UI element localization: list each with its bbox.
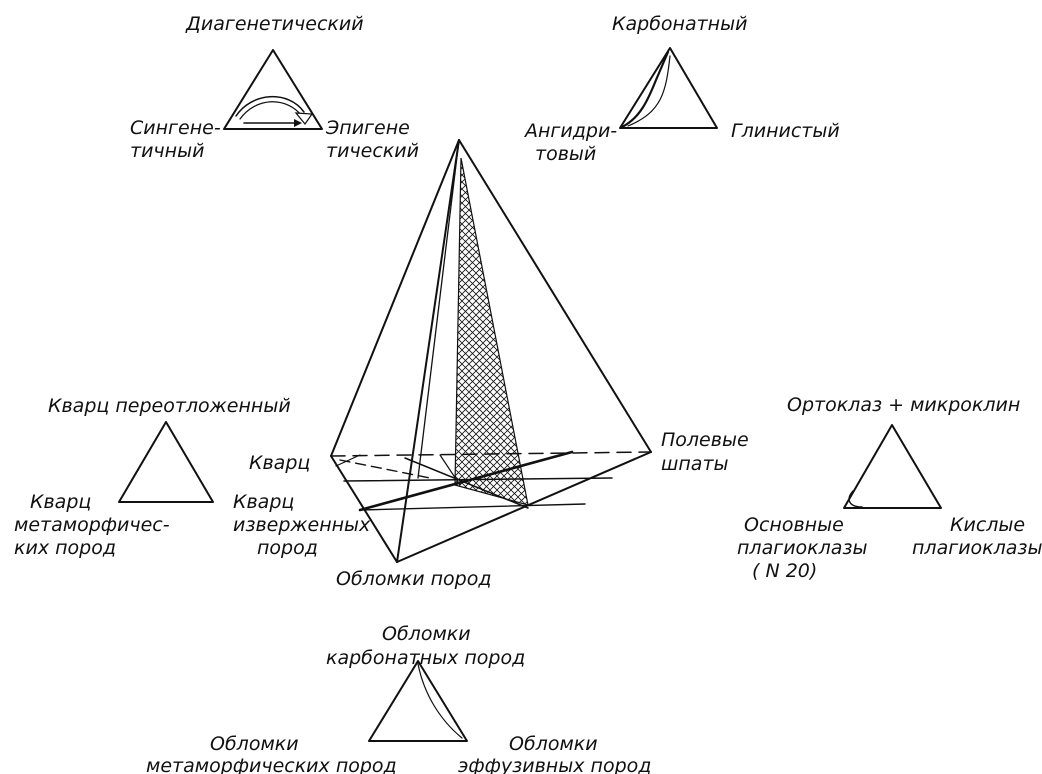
section-line-2 [359, 503, 586, 511]
rock-fragments-top-label-line2: карбонатных пород [326, 647, 525, 669]
quartz-top-label: Кварц переотложенный [48, 395, 291, 417]
diagenetic-curved-arrow [235, 96, 305, 117]
diagenetic-straight-arrow-head [294, 119, 302, 127]
carbonate-triangle [619, 47, 718, 129]
feldspar-top-label: Ортоклаз + микроклин [787, 394, 1020, 416]
rock-fragments-triangle [368, 660, 468, 742]
pyramid-corner-feldspar-label-line1: Полевые [661, 429, 749, 451]
section-line-5 [439, 454, 461, 486]
rock-fragments-top-label-line1: Обломки [382, 623, 471, 645]
apex-inner-line [417, 139, 460, 479]
section-line-4 [404, 457, 529, 509]
quartz-left-label-line2: метаморфичес- [14, 514, 170, 536]
carbonate-left-label-line2: товый [535, 143, 596, 165]
rock-fragments-right-label-line1: Обломки [509, 733, 598, 755]
carbonate-field-curve-2 [627, 55, 671, 127]
apex-to-quartz-edge [330, 139, 460, 457]
hatched-section [454, 157, 529, 506]
quartz-right-label-line3: пород [257, 537, 318, 559]
diagenetic-arrow-head [294, 112, 314, 125]
pyramid-corner-quartz-label: Кварц [249, 452, 310, 474]
feldspar-left-label-line1: Основные [744, 514, 844, 536]
apex-to-feldspar-edge [458, 139, 652, 453]
feldspar-left-label-line3: ( N 20) [752, 560, 817, 582]
rock-fragments-field-curve [417, 663, 463, 739]
carbonate-field-curve [620, 50, 670, 129]
diagenetic-triangle [223, 49, 323, 130]
rock-fragments-left-label-line1: Обломки [210, 733, 299, 755]
quartz-left-label-line1: Кварц [30, 491, 91, 513]
diagenetic-right-label-line2: тический [326, 140, 419, 162]
diagenetic-left-label-line1: Сингене- [130, 117, 221, 139]
section-line-3 [358, 450, 574, 512]
base-hidden-edge [330, 451, 652, 457]
feldspar-right-label-line1: Кислые [950, 514, 1025, 536]
feldspar-left-label-line2: плагиоклазы [737, 537, 868, 559]
carbonate-top-label: Карбонатный [612, 13, 747, 35]
diagenetic-top-label: Диагенетический [185, 13, 364, 35]
quartz-left-label-line3: ких пород [14, 537, 116, 559]
diagenetic-curved-arrow-outer [239, 101, 303, 120]
apex-to-rock-fragments-edge [396, 139, 460, 563]
pyramid-corner-rock-fragments-label: Обломки пород [336, 568, 492, 590]
diagenetic-left-label-line2: тичный [130, 140, 204, 162]
quartz-right-label-line1: Кварц [233, 491, 294, 513]
tetrahedron-diagram [330, 139, 652, 563]
rock-fragments-right-label-line2: эффузивных пород [458, 755, 651, 774]
feldspar-field-curve [848, 490, 863, 508]
pyramid-corner-feldspar-label-line2: шпаты [661, 453, 729, 475]
feldspar-right-label-line2: плагиоклазы [912, 537, 1042, 559]
section-line-1 [343, 477, 613, 482]
quartz-right-label-line2: изверженных [233, 514, 371, 536]
carbonate-right-label: Глинистый [731, 120, 840, 142]
quartz-triangle [118, 421, 214, 503]
rock-fragments-left-label-line2: метаморфических пород [146, 755, 397, 774]
section-line-left-small [335, 454, 361, 467]
diagenetic-right-label-line1: Эпигене [325, 117, 410, 139]
carbonate-left-label-line1: Ангидри- [523, 120, 617, 142]
feldspar-triangle [843, 424, 942, 509]
